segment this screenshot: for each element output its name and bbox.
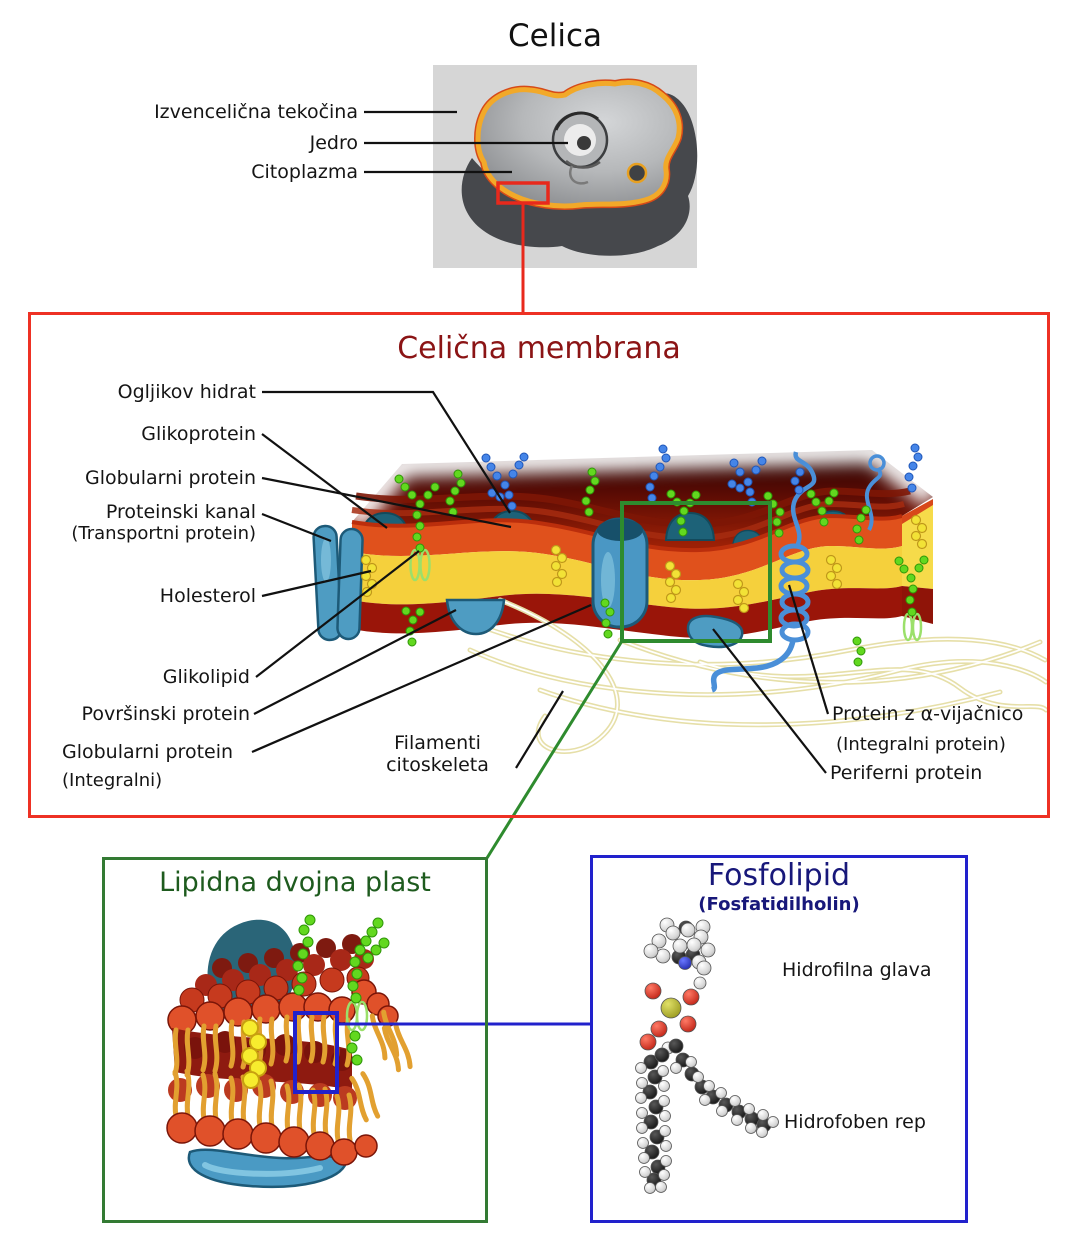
label-carbohydrate: Ogljikov hidrat <box>117 381 256 403</box>
surface-protein <box>445 598 506 636</box>
label-protein-channel-sub: (Transportni protein) <box>71 523 256 544</box>
label-alpha-helix-protein: Protein z α-vijačnico <box>832 703 1024 725</box>
leader-glycoprotein <box>261 433 388 529</box>
label-cholesterol: Holesterol <box>159 585 256 607</box>
membrane-section-box <box>28 312 1050 818</box>
leader-cholesterol <box>261 569 372 598</box>
label-glycolipid: Glikolipid <box>162 666 250 688</box>
leader-surface-protein <box>253 609 457 715</box>
cytoskeleton-filaments <box>457 597 1049 754</box>
phospholipid-illustration <box>635 917 779 1194</box>
alpha-helix-protein <box>710 451 886 693</box>
label-protein-channel: Proteinski kanal <box>105 501 256 523</box>
phospholipid-section-title: Fosfolipid <box>707 858 851 893</box>
label-globular-protein-integral-sub: (Integralni) <box>62 770 163 791</box>
membrane-section-title: Celična membrana <box>397 331 681 366</box>
leader-alpha-helix-protein <box>787 584 830 715</box>
label-cytoskeleton-filaments: Filamenti citoskeleta <box>386 732 489 777</box>
glycolipid-chains <box>394 467 929 667</box>
phospholipid-left-tail <box>635 1054 672 1194</box>
leader-globular-protein-integral <box>251 603 592 754</box>
glycoprotein-carbohydrate-chains <box>481 443 923 511</box>
cell-vesicle <box>626 162 648 184</box>
label-globular-protein: Globularni protein <box>84 467 256 489</box>
phospholipid-phosphate-group <box>639 976 707 1063</box>
lipid-bilayer-illustration <box>166 914 591 1189</box>
lipid-bilayer-section-title: Lipidna dvojna plast <box>159 867 431 898</box>
label-peripheral-protein: Periferni protein <box>830 762 983 784</box>
lipid-bilayer-section-box <box>102 857 488 1223</box>
label-globular-protein-integral: Globularni protein <box>62 741 234 763</box>
phospholipid-right-tail <box>670 1052 779 1138</box>
leader-carbohydrate <box>262 390 511 514</box>
label-surface-protein: Površinski protein <box>81 703 250 725</box>
figure-title: Celica <box>508 18 602 54</box>
leader-protein-channel <box>261 512 332 543</box>
protein-channel <box>312 524 364 642</box>
phospholipid-section-subtitle: (Fosfatidilholin) <box>698 894 860 915</box>
cell-illustration <box>433 65 698 313</box>
label-alpha-helix-protein-sub: (Integralni protein) <box>836 734 1006 755</box>
phospholipid-section-box <box>590 855 968 1223</box>
phospholipid-highlight-rect <box>293 1011 339 1094</box>
label-hydrophobic-tail: Hidrofoben rep <box>784 1111 926 1133</box>
label-hydrophilic-head: Hidrofilna glava <box>782 959 932 981</box>
phospholipid-head-group <box>643 917 716 976</box>
label-cytoplasm: Citoplazma <box>251 161 358 183</box>
lipid-bottom-heads <box>166 1112 378 1166</box>
label-glycoprotein: Glikoprotein <box>141 423 256 445</box>
leader-globular-protein <box>261 476 512 529</box>
leader-peripheral-protein <box>712 628 827 774</box>
lipid-glycolipid-chains <box>292 914 390 1066</box>
leader-glycolipid <box>255 550 420 678</box>
cell-nucleus <box>551 111 609 185</box>
membrane-highlight-rect <box>620 501 772 643</box>
leader-cytoskeleton-filaments <box>515 690 564 769</box>
membrane-illustration <box>312 436 1049 859</box>
cholesterol-chains <box>360 514 928 614</box>
cytoplasm-dark-region <box>461 93 698 256</box>
label-nucleus: Jedro <box>309 132 358 154</box>
leader-lines <box>251 110 830 774</box>
lipid-cholesterol <box>241 1019 267 1089</box>
label-extracellular-fluid: Izvencelična tekočina <box>154 101 358 123</box>
zoom-line-green <box>485 640 624 859</box>
